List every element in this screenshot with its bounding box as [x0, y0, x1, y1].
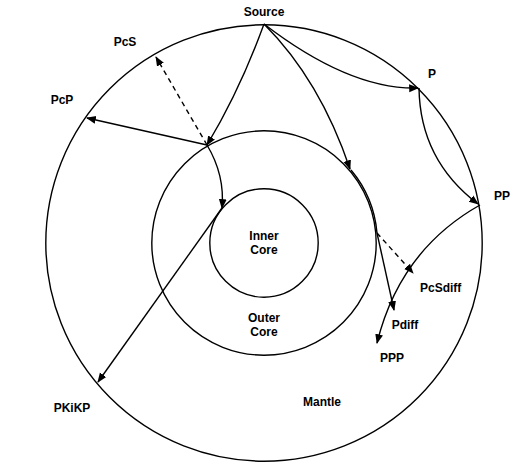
- region-label: Inner Core: [241, 229, 287, 257]
- ppp-ray: [377, 205, 480, 343]
- boundary-circle: [46, 25, 482, 461]
- phase-label: PcSdiff: [420, 281, 461, 295]
- region-label: Outer Core: [241, 311, 287, 339]
- phase-label: Source: [244, 5, 285, 19]
- boundary-circle: [152, 131, 376, 355]
- outer-core-region: Outer Core Inner Core: [151, 130, 377, 356]
- phase-label: PcP: [51, 93, 74, 107]
- pcsdiff-ray: [377, 233, 413, 273]
- inner-core-region: Inner Core: [209, 188, 319, 298]
- pcp-ray: [87, 118, 207, 145]
- pdiff-ray: [377, 233, 394, 310]
- ray-to-inner-core: [207, 145, 222, 208]
- pkikp-ray: [98, 208, 222, 382]
- diffracted-segment: [351, 170, 377, 233]
- region-label: Mantle: [303, 395, 341, 409]
- phase-label: Pdiff: [392, 318, 419, 332]
- phase-label: P: [428, 67, 436, 81]
- phase-label: PKiKP: [54, 401, 91, 415]
- phase-label: PP: [494, 189, 510, 203]
- p-ray: [264, 24, 418, 88]
- phase-label: PcS: [114, 35, 137, 49]
- boundary-circle: [210, 189, 318, 297]
- phase-label: PPP: [380, 351, 404, 365]
- mantle-region: Mantle Outer Core Inner Core: [45, 24, 483, 462]
- ray-to-core-edge: [264, 24, 350, 169]
- pcs-ray: [156, 57, 207, 145]
- ray-to-core: [207, 24, 264, 145]
- pp-ray: [419, 88, 478, 204]
